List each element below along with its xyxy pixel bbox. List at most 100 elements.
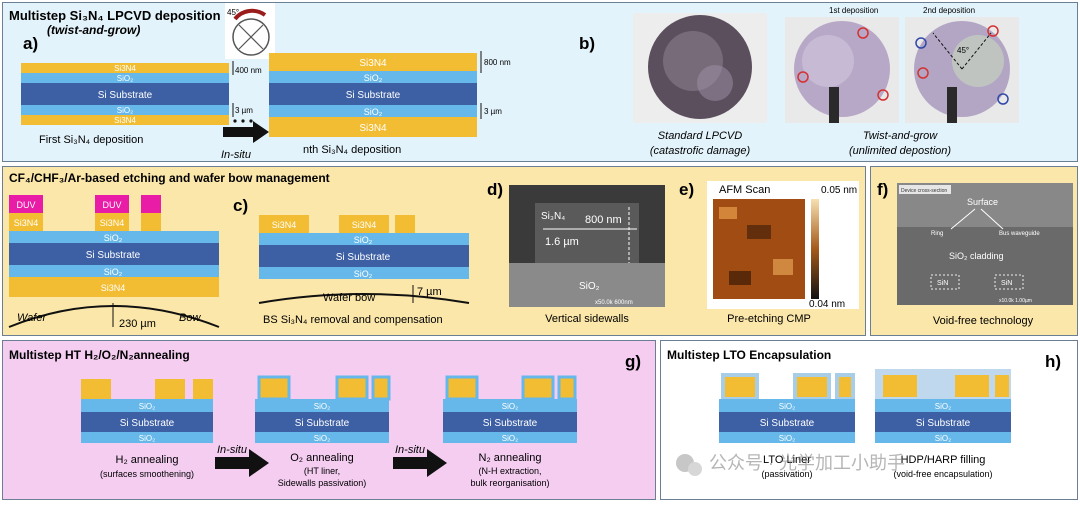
watermark-text: 公众号 · 光学加工小助手 — [709, 453, 905, 473]
panel-lto-encapsulation: Multistep LTO Encapsulation h) SiO₂ Si S… — [660, 340, 1078, 500]
sem-tag: Device cross-section — [901, 188, 947, 194]
sio2-label-r-top: SiO₂ — [354, 235, 373, 245]
wafer-bow-curve-left — [8, 303, 220, 328]
sem-1-6um: 1.6 µm — [545, 236, 579, 248]
sem-sidewall-image: Si₃N₄ 800 nm 1.6 µm SiO₂ x50.0k 600nm — [509, 185, 665, 307]
n2-annealing-title: N₂ annealing — [479, 452, 542, 464]
wafer-photo-second-deposition: 45° — [905, 17, 1019, 123]
rotation-icon: 45° — [225, 3, 275, 59]
etching-stack-left: DUV DUV Si3N4 Si3N4 SiO₂ Si Substrate Si… — [9, 195, 219, 297]
sio2-label-2b: SiO₂ — [314, 434, 330, 443]
layer-si-substrate: Si Substrate — [98, 90, 153, 101]
vertical-sidewalls-caption: Vertical sidewalls — [545, 313, 629, 325]
layer-si3n4-bottom: Si3N4 — [114, 116, 136, 125]
layer-sio2-top: SiO₂ — [117, 74, 133, 83]
layer-si3n4-top-nth: Si3N4 — [359, 58, 387, 69]
si-label-1: Si Substrate — [120, 418, 175, 429]
photo3-angle: 45° — [957, 46, 969, 55]
si-label-l: Si Substrate — [760, 418, 815, 429]
svg-text:3 µm: 3 µm — [484, 107, 502, 116]
annealing-stack-n2: SiO₂ Si Substrate SiO₂ — [443, 375, 577, 443]
nth-deposition-stack: Si3N4 SiO₂ Si Substrate SiO₂ Si3N4 — [269, 53, 477, 137]
hdp-filling-title: HDP/HARP filling — [901, 454, 986, 466]
h2-annealing-sub: (surfaces smoothening) — [100, 469, 194, 479]
o2-annealing-sub1: (HT liner, — [304, 466, 340, 476]
lto-liner-title: LTO Liner — [763, 454, 811, 466]
sio2-label-l2: SiO₂ — [779, 434, 795, 443]
wafer-photo-first-deposition — [785, 17, 899, 123]
panel-title: Multistep LTO Encapsulation — [667, 348, 831, 362]
label-h: h) — [1045, 352, 1061, 371]
label-a: a) — [23, 34, 38, 53]
si-substrate-label: Si Substrate — [86, 250, 141, 261]
in-situ-arrow-2 — [393, 449, 447, 477]
sem-footer: x10.0k 1.00µm — [999, 298, 1032, 304]
layer-sio2-bottom-nth: SiO₂ — [364, 107, 383, 117]
sio2-label-l1: SiO₂ — [779, 402, 795, 411]
si3n4-label-2: Si3N4 — [100, 218, 125, 228]
lto-liner-sub: (passivation) — [761, 469, 812, 479]
afm-max: 0.05 nm — [821, 185, 857, 196]
panel-void-free: f) Device cross-section Surface Ring Bus… — [870, 166, 1078, 336]
si3n4-label-1: Si3N4 — [14, 218, 39, 228]
void-free-caption: Void-free technology — [933, 315, 1034, 327]
layer-si-substrate-nth: Si Substrate — [346, 90, 401, 101]
sio2-label-top: SiO₂ — [104, 233, 123, 243]
photo1-caption-line2: (catastrofic damage) — [650, 145, 751, 157]
rotation-angle: 45° — [227, 8, 239, 17]
bus-waveguide-label: Bus waveguide — [999, 231, 1040, 237]
duv-label-2: DUV — [102, 200, 121, 210]
lto-liner-stack: SiO₂ Si Substrate SiO₂ — [719, 373, 855, 443]
layer-si3n4-bottom-nth: Si3N4 — [359, 123, 387, 134]
panel-lpcvd-deposition: Multistep Si₃N₄ LPCVD deposition (twist-… — [2, 2, 1078, 162]
hdp-filling-sub: (void-free encapsulation) — [893, 469, 992, 479]
svg-text:800 nm: 800 nm — [484, 58, 511, 67]
dimension-400nm: 400 nm — [232, 61, 262, 75]
cladding-label: SiO₂ cladding — [949, 251, 1004, 261]
n2-annealing-sub1: (N-H extraction, — [478, 466, 541, 476]
etching-stack-right: Si3N4 Si3N4 SiO₂ Si Substrate SiO₂ — [259, 215, 469, 279]
label-d: d) — [487, 180, 503, 199]
o2-annealing-title: O₂ annealing — [290, 452, 354, 464]
wafer-bow-curve-right — [258, 285, 470, 304]
si3n4-label-r2: Si3N4 — [352, 220, 377, 230]
panel-annealing-svg: Multistep HT H₂/O₂/N₂annealing g) SiO₂ S… — [9, 348, 641, 488]
layer-sio2-top-nth: SiO₂ — [364, 73, 383, 83]
sio2-label-3b: SiO₂ — [502, 434, 518, 443]
h2-annealing-title: H₂ annealing — [116, 454, 179, 466]
afm-title: AFM Scan — [719, 184, 770, 196]
o2-annealing-sub2: Sidewalls passivation) — [278, 478, 367, 488]
sem-si3n4: Si₃N₄ — [541, 211, 565, 222]
sio2-label-r-bottom: SiO₂ — [354, 269, 373, 279]
annealing-stack-h2: SiO₂ Si Substrate SiO₂ — [81, 379, 213, 443]
sio2-label-bottom: SiO₂ — [104, 267, 123, 277]
duv-label-1: DUV — [16, 200, 35, 210]
dimension-800nm: 800 nm — [480, 51, 511, 73]
bs-removal-caption: BS Si₃N₄ removal and compensation — [263, 314, 443, 326]
wafer-photo-standard — [633, 13, 767, 123]
pre-etching-cmp-caption: Pre-etching CMP — [727, 313, 811, 325]
bow-7um: 7 µm — [417, 286, 442, 298]
photo1-caption-line1: Standard LPCVD — [658, 130, 742, 142]
svg-text:3 µm: 3 µm — [235, 106, 253, 115]
photo3-label: 2nd deposition — [923, 6, 975, 15]
si-label-h: Si Substrate — [916, 418, 971, 429]
nth-deposition-caption: nth Si₃N₄ deposition — [303, 144, 401, 156]
panel-title: Multistep Si₃N₄ LPCVD deposition — [9, 8, 221, 23]
n2-annealing-sub2: bulk reorganisation) — [470, 478, 549, 488]
panel-lpcvd-svg: Multistep Si₃N₄ LPCVD deposition (twist-… — [9, 3, 1019, 161]
svg-text:400 nm: 400 nm — [235, 66, 262, 75]
bow-label: Bow — [179, 312, 201, 324]
layer-si3n4-top: Si3N4 — [114, 64, 136, 73]
panel-void-free-svg: f) Device cross-section Surface Ring Bus… — [877, 180, 1073, 327]
panel-etching-svg: CF₄/CHF₃/Ar-based etching and wafer bow … — [8, 171, 859, 330]
si-label-2: Si Substrate — [295, 418, 350, 429]
in-situ-arrow-1 — [215, 449, 269, 477]
annealing-stack-o2: SiO₂ Si Substrate SiO₂ — [255, 375, 391, 443]
dimension-3um: 3 µm — [232, 103, 253, 117]
sio2-label-h2: SiO₂ — [935, 434, 951, 443]
si3n4-label-r1: Si3N4 — [272, 220, 297, 230]
panel-title: Multistep HT H₂/O₂/N₂annealing — [9, 348, 190, 362]
hdp-filling-stack: SiO₂ Si Substrate SiO₂ — [875, 369, 1011, 443]
in-situ-label-1: In-situ — [217, 444, 247, 456]
